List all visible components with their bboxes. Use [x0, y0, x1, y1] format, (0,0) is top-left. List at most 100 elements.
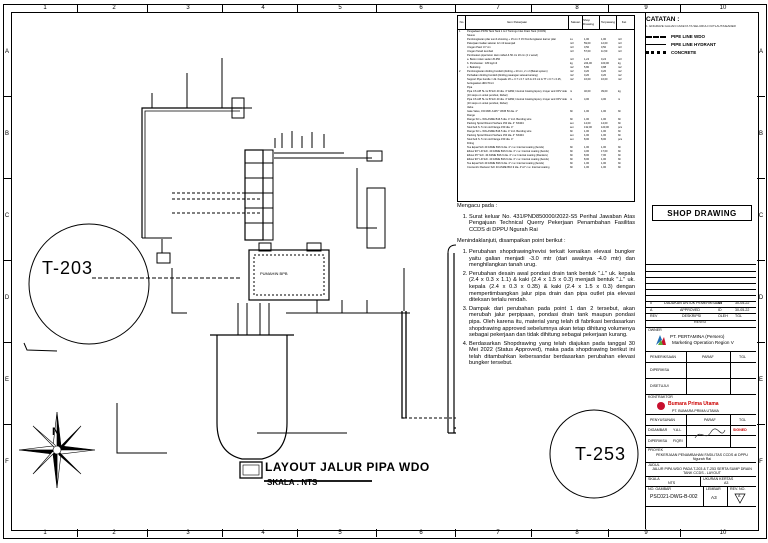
table-cell: 16,00 [584, 78, 591, 81]
rev-label: REV. NO. [730, 487, 746, 491]
legend-wdo: PIPE LINE WDO [646, 34, 752, 39]
no-gambar-value: PSC021-DWG-B-002 [650, 494, 698, 500]
table-cell: pcs [618, 126, 623, 129]
table-cell: 8,00 [601, 138, 607, 141]
grid-row-label: E [4, 377, 9, 383]
table-cell: kg [570, 62, 573, 65]
table-row: Packing Spiral Wound Surface 150 dia. 4"… [458, 134, 634, 138]
table-cell: 1,00 [584, 166, 590, 169]
table-row: Perbaikan dinding bundell (dinding pasan… [458, 74, 634, 78]
table-cell: kg [618, 90, 621, 93]
table-cell: 8,00 [584, 138, 590, 141]
table-cell: 11,50 [601, 50, 608, 53]
tb-line [646, 307, 756, 308]
grid-tick [222, 529, 223, 537]
grid-tick [531, 4, 532, 12]
tb-line [646, 486, 756, 487]
notes-intro2: Menindaklanjuti, disampaikan point berik… [457, 238, 566, 245]
table-cell: m2 [618, 66, 622, 69]
table-cell: pcs [618, 138, 623, 141]
tb-line [646, 414, 756, 415]
grid-row-label: A [4, 49, 9, 55]
table-cell: m2 [618, 78, 622, 81]
paraf-label: PARAF [702, 355, 714, 359]
tb-line [646, 447, 756, 448]
table-cell: Flange SO + WN-ASME B16.5 dia. 4" incl. … [467, 118, 532, 121]
table-cell: 1,00 [601, 118, 607, 121]
table-cell: 59,00 [584, 42, 591, 45]
table-cell: Ls [570, 38, 573, 41]
lembar-label: LEMBAR [706, 487, 721, 491]
table-cell: set [570, 138, 574, 141]
table-cell: 0,20 [601, 70, 607, 73]
table-cell: bh [618, 158, 621, 161]
rev-0-by: ID [718, 301, 722, 305]
lembar-value: A3 [711, 495, 717, 500]
table-cell: 4,00 [584, 98, 590, 101]
rev-h-no: REV [650, 314, 658, 318]
table-cell: 0,50 [601, 46, 607, 49]
table-cell: m3 [618, 58, 622, 61]
tb-line [646, 506, 756, 507]
table-cell: Fitting [467, 142, 475, 145]
grid-tick [3, 260, 11, 261]
tb-vline [700, 476, 701, 486]
table-cell: 1,00 [584, 146, 590, 149]
table-row: Fitting [458, 142, 634, 146]
table-row: Sleeve [458, 34, 634, 38]
tb-line [646, 313, 756, 314]
grid-tick [757, 96, 765, 97]
grid-tick [3, 178, 11, 179]
table-cell: 0,20 [584, 70, 590, 73]
layout-drawing [18, 58, 456, 489]
catatan-block: CATATAN : 1. ENGRAVE GALIAN CAKEYA TA SE… [646, 16, 752, 55]
grid-tick [531, 529, 532, 537]
th-unit: Satuan [569, 16, 583, 29]
table-cell: 0,24 [601, 58, 607, 61]
table-cell: Pipa CS API 5L Gr.B Sch 40 dia. 4" ERW, … [467, 98, 567, 101]
rev-h-by: OLEH [718, 314, 728, 318]
grid-col-label: 7 [496, 5, 500, 11]
diperiksa-label: DIPERIKSA [650, 368, 670, 372]
judul-value: JALUR PIPA WDO PADA T-203 & T-253 SERTA … [652, 467, 752, 476]
contractor-logo-icon [657, 402, 665, 410]
table-row: Stud bolt S. 5 min std Flange 150 dia. 4… [458, 126, 634, 130]
paraf-label-2: PARAF [704, 418, 716, 422]
table-cell: m3 [618, 38, 622, 41]
table-cell: bh [570, 130, 573, 133]
table-cell: 1,00 [584, 38, 590, 41]
stamp-text: SIGNED [733, 428, 747, 432]
th-no: No [458, 16, 466, 29]
grid-col-label: 10 [719, 530, 727, 536]
panel-divider [645, 13, 646, 529]
table-row: Packing Spiral Wound Surface 150 dia. 4"… [458, 122, 634, 126]
table-cell: m3 [618, 42, 622, 45]
table-cell: bh [618, 110, 621, 113]
grid-tick [77, 529, 78, 537]
table-cell: 1 [459, 30, 461, 33]
notes-ref-item: Surat keluar No. 431/PND850000/2022-S5 P… [469, 214, 635, 234]
tb-line [646, 320, 756, 321]
grid-col-label: 4 [261, 530, 265, 536]
table-cell: Packing Spiral Wound Surface 150 dia. 4"… [467, 134, 524, 137]
rev-0-date: 30-05-22 [735, 301, 750, 305]
layout-scale: SKALA : NTS [267, 478, 318, 487]
table-cell: m [570, 90, 573, 93]
th-terpasang: Terpasang [600, 16, 617, 29]
table-cell: m2 [618, 70, 622, 73]
grid-col-label: 3 [186, 530, 190, 536]
tb-vline [703, 486, 704, 506]
rev-0-no: 0 [650, 301, 652, 305]
table-cell: 1,24 [584, 58, 590, 61]
table-cell: m2 [570, 66, 574, 69]
judul-label: JUDUL [648, 463, 660, 467]
table-row: Pembongkaran pilar sumb shooting + 15 cm… [458, 38, 634, 42]
rev-caption: REVISI [694, 320, 706, 324]
north-arrow [18, 411, 96, 489]
table-cell: 8,00 [584, 154, 590, 157]
table-cell: set [570, 126, 574, 129]
table-cell: Pengadaan PIOW Tank Tank 1 & 2 Tierimgo … [467, 30, 547, 33]
